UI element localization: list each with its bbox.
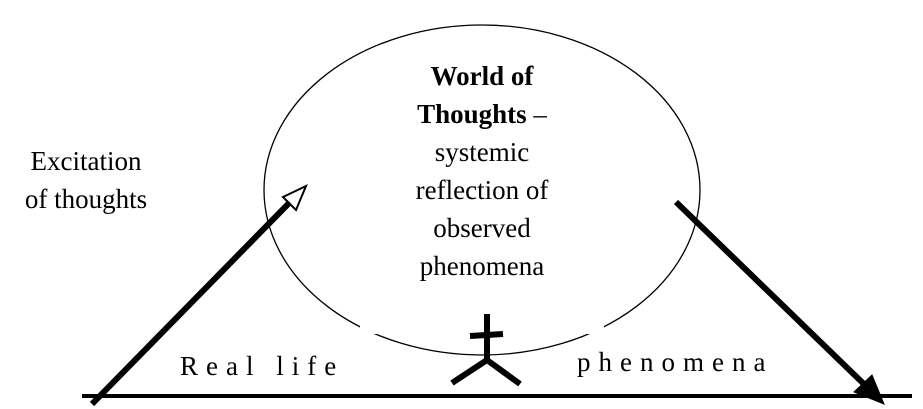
ellipse-title-line2: Thoughts (417, 99, 527, 129)
excitation-arrow (89, 193, 299, 407)
person-figure-icon (450, 314, 522, 387)
ellipse-text-line5: observed (433, 213, 531, 243)
phenomena-ground-label: phenomena (577, 347, 774, 377)
ellipse-title-dash: – (526, 99, 547, 129)
ellipse-gap-right (582, 322, 604, 334)
phenomena-arrow-head (853, 374, 885, 405)
ellipse-title-line2-wrap: Thoughts – (392, 98, 572, 130)
excitation-arrow-head (281, 183, 308, 212)
ellipse-title-line1: World of (430, 61, 534, 91)
ellipse-text-line4: reflection of (415, 175, 549, 205)
ellipse-text-line6: phenomena (419, 251, 545, 281)
ellipse-text-line3: systemic (434, 137, 530, 167)
real-life-label: Real life (180, 351, 345, 381)
world-of-thoughts-ellipse (263, 24, 701, 356)
phenomena-arrow (673, 199, 871, 391)
ellipse-gap-left (360, 322, 380, 334)
excitation-label-line1: Excitation (30, 146, 142, 176)
excitation-label-line2: of thoughts (24, 184, 148, 214)
